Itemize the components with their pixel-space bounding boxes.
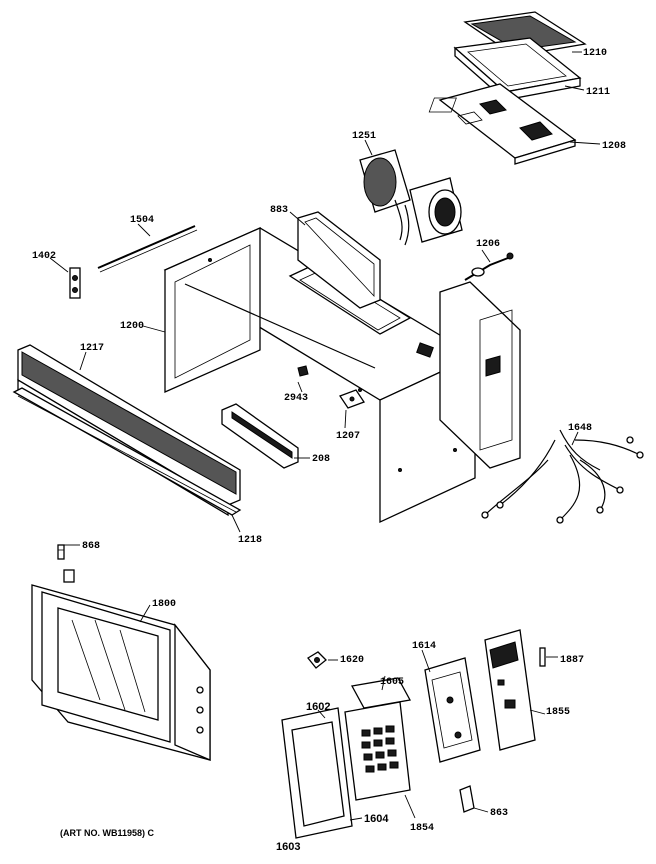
label-1200: 1200 [120,321,144,332]
vent-panel-208 [221,403,299,469]
label-1207: 1207 [336,431,360,442]
label-1648: 1648 [568,423,592,434]
leader-lines [49,51,601,838]
label-1800: 1800 [152,599,176,610]
label-1217: 1217 [80,343,104,354]
blower-motor-1251 [359,149,463,246]
label-2943: 2943 [284,393,308,404]
label-1855: 1855 [546,707,570,718]
label-1854: 1854 [410,823,434,834]
rear-panel-883 [297,211,381,309]
label-1402: 1402 [32,251,56,262]
thermal-fuse-1206 [464,252,514,281]
label-868: 868 [82,541,100,552]
door-assembly-1800 [31,569,211,761]
label-1602: 1602 [306,701,330,713]
label-1605: 1605 [380,677,404,688]
control-frame-1602 [281,707,353,839]
control-board-1855 [484,629,536,751]
label-1208: 1208 [602,141,626,152]
rod-1504 [97,225,198,273]
bracket-1207 [339,389,365,409]
label-1504: 1504 [130,215,154,226]
label-1603: 1603 [276,841,300,853]
label-1251: 1251 [352,131,376,142]
label-208: 208 [312,454,330,465]
label-883: 883 [270,205,288,216]
bottom-trim-1218 [12,387,242,516]
label-1218: 1218 [238,535,262,546]
vent-plate-1208 [428,83,577,165]
label-863: 863 [490,808,508,819]
label-1206: 1206 [476,239,500,250]
screw-1887 [539,647,546,667]
label-1211: 1211 [586,87,610,98]
label-1887: 1887 [560,655,584,666]
art-number: (ART NO. WB11958) C [60,828,155,838]
clip-2943 [297,365,309,377]
label-1605 [350,677,412,709]
bracket-1614 [424,657,481,763]
touch-panel-1854 [344,701,411,801]
hinge-1402 [69,267,81,299]
label-1614: 1614 [412,641,436,652]
label-1620: 1620 [340,655,364,666]
knob-1620 [307,651,327,669]
side-panel-right [439,281,521,469]
clip-863 [459,785,475,813]
label-1604: 1604 [364,813,389,825]
label-1210: 1210 [583,48,607,59]
screw-868 [57,544,65,560]
wire-harness-1648 [481,429,644,524]
